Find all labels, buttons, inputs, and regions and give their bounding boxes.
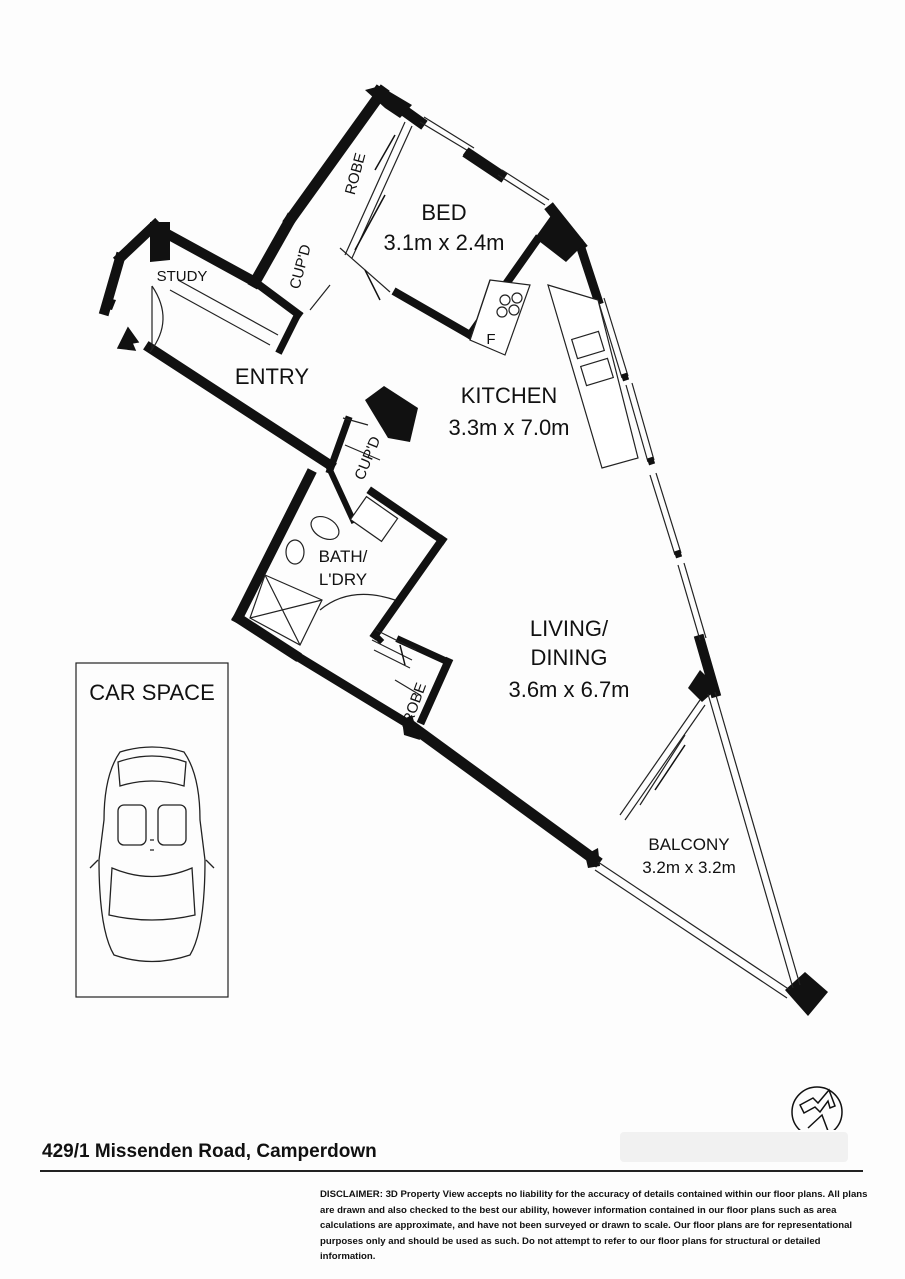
car-space-label: CAR SPACE <box>89 680 215 705</box>
kitchen-label: KITCHEN <box>461 383 558 408</box>
arrows <box>116 134 686 791</box>
robe-bed-label: ROBE <box>342 151 369 196</box>
balcony-outline <box>594 691 801 999</box>
balcony-size: 3.2m x 3.2m <box>642 858 736 877</box>
living-label-1: LIVING/ <box>530 616 609 641</box>
living-size: 3.6m x 6.7m <box>508 677 629 702</box>
bed-label: BED <box>421 200 466 225</box>
balcony-label: BALCONY <box>648 835 729 854</box>
disclaimer-text: 3D Property View accepts no liability fo… <box>320 1189 868 1262</box>
study-label: STUDY <box>157 268 208 285</box>
bath-label-2: L'DRY <box>319 570 367 589</box>
disclaimer: DISCLAIMER: 3D Property View accepts no … <box>320 1187 875 1265</box>
windows <box>419 116 707 641</box>
divider <box>40 1170 863 1172</box>
property-address: 429/1 Missenden Road, Camperdown <box>42 1141 377 1162</box>
walls <box>98 84 722 868</box>
cupd-bed-label: CUP'D <box>287 243 315 291</box>
doors <box>149 279 396 611</box>
bath-label-1: BATH/ <box>319 547 368 566</box>
bed-size: 3.1m x 2.4m <box>383 230 504 255</box>
car-space: CAR SPACE <box>75 662 229 998</box>
floor-plan: BED 3.1m x 2.4m ROBE CUP'D STUDY ENTRY K… <box>75 84 843 1130</box>
entry-label: ENTRY <box>235 364 309 389</box>
living-label-2: DINING <box>531 645 608 670</box>
bath-fixtures <box>249 495 417 669</box>
kitchen-size: 3.3m x 7.0m <box>448 415 569 440</box>
cupd-hall-label: CUP'D <box>351 434 384 483</box>
north-arrow-icon <box>791 1086 843 1130</box>
kitchen-bench <box>469 279 639 469</box>
car-icon <box>89 746 215 963</box>
disclaimer-label: DISCLAIMER: <box>320 1189 383 1200</box>
logo-placeholder <box>620 1132 848 1162</box>
fridge-label: F <box>486 331 495 348</box>
wall-blocks <box>103 86 828 1016</box>
